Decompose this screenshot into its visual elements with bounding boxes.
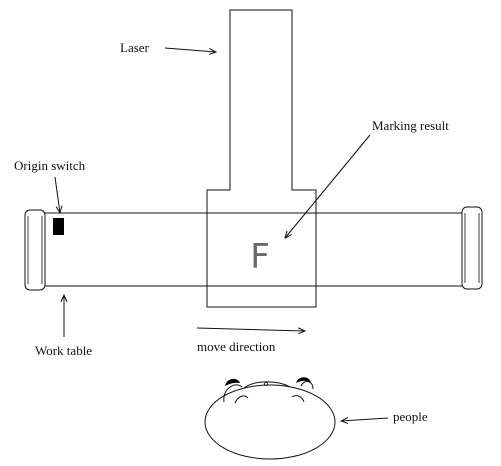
laser-arrow (164, 47, 216, 52)
right-roller (461, 206, 483, 290)
origin-switch-arrow (54, 176, 60, 213)
origin-switch-label: Origin switch (14, 158, 86, 173)
origin-switch (53, 218, 64, 235)
laser-label: Laser (120, 40, 150, 55)
move-direction-label: move direction (197, 339, 276, 354)
people-label: people (393, 409, 428, 424)
marking-result-arrow (285, 134, 371, 238)
laser-head (206, 9, 317, 308)
left-roller (24, 209, 46, 291)
person-icon (204, 377, 336, 460)
marking-result-letter: F (250, 237, 270, 277)
move-direction-arrow (196, 328, 305, 331)
people-arrow (341, 418, 389, 421)
work-table-label: Work table (35, 343, 92, 358)
marking-result-label: Marking result (372, 118, 449, 133)
